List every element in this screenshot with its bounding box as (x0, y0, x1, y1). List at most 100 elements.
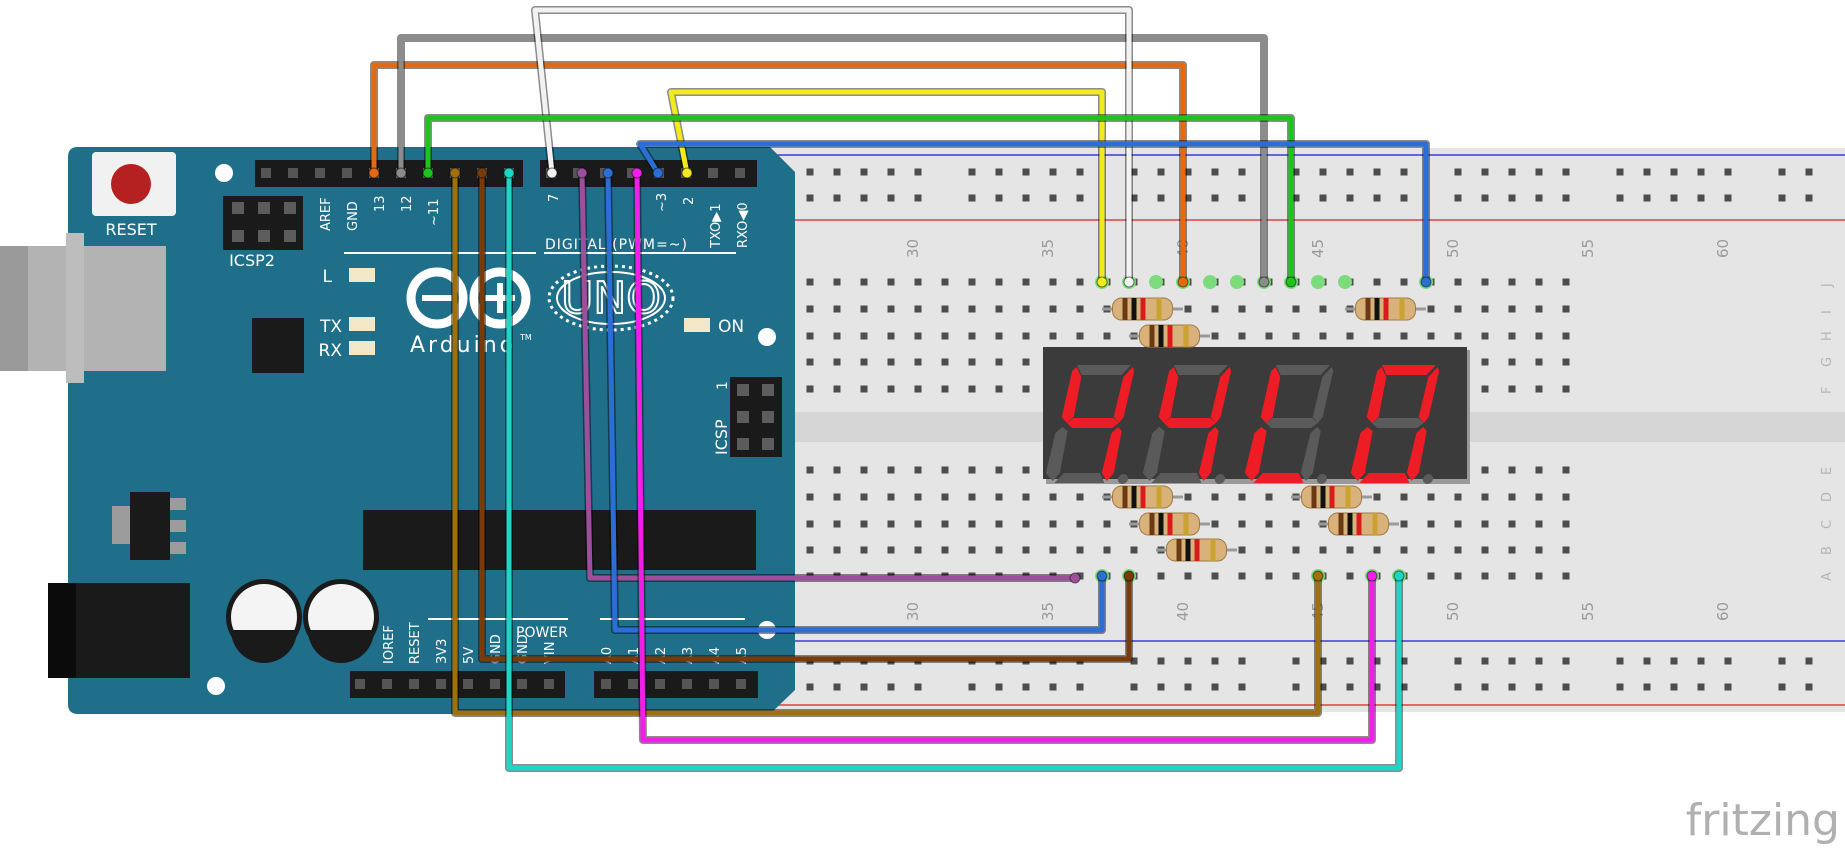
rail-hole (1697, 168, 1705, 176)
breadboard-hole (1508, 466, 1516, 474)
wire-green[interactable] (422, 114, 1295, 286)
breadboard-hole (1292, 572, 1300, 580)
wire-end (631, 167, 643, 179)
wire-end (681, 167, 693, 179)
breadboard-hole (995, 546, 1003, 554)
icsp2-label: ICSP2 (229, 251, 275, 270)
rail-hole (1724, 683, 1732, 691)
header-pin[interactable] (436, 679, 446, 689)
breadboard-hole (1211, 572, 1219, 580)
header-pin[interactable] (382, 679, 392, 689)
wire-end (503, 167, 515, 179)
header-pin[interactable] (261, 168, 271, 178)
header-pin[interactable] (708, 168, 718, 178)
header-pin[interactable] (709, 679, 719, 689)
fritzing-watermark: fritzing (1686, 795, 1840, 846)
breadboard-hole (1481, 358, 1489, 366)
power-jack-edge (48, 583, 76, 678)
highlighted-hole (1149, 275, 1163, 289)
breadboard-hole (833, 332, 841, 340)
header-pin[interactable] (628, 679, 638, 689)
header-pin[interactable] (463, 679, 473, 689)
breadboard-hole (1022, 466, 1030, 474)
header-pin[interactable] (544, 679, 554, 689)
rail-hole (1292, 168, 1300, 176)
on-led (684, 318, 710, 332)
rail-hole (1778, 168, 1786, 176)
breadboard-hole (914, 332, 922, 340)
breadboard-hole (860, 466, 868, 474)
breadboard-hole (1319, 305, 1327, 313)
breadboard-hole (887, 305, 895, 313)
header-pin[interactable] (288, 168, 298, 178)
column-number: 35 (1039, 239, 1057, 258)
rail-hole (1157, 168, 1165, 176)
breadboard-hole (1211, 332, 1219, 340)
mounting-hole (758, 328, 776, 346)
header-pin[interactable] (342, 168, 352, 178)
breadboard-hole (968, 546, 976, 554)
rail-hole (1319, 168, 1327, 176)
decimal-point (1117, 474, 1129, 484)
breadboard-hole (1481, 332, 1489, 340)
rail-hole (1238, 683, 1246, 691)
header-pin-label: 7 (547, 194, 562, 202)
breadboard-hole (1562, 305, 1570, 313)
wire-ochre[interactable] (449, 167, 1322, 717)
breadboard-hole (968, 332, 976, 340)
resistor (1345, 297, 1426, 321)
rail-hole (1697, 683, 1705, 691)
rail-hole (1805, 657, 1813, 665)
wire-blue-bottom[interactable] (602, 167, 1106, 634)
segment-f (1366, 367, 1387, 423)
header-pin[interactable] (517, 679, 527, 689)
header-pin[interactable] (655, 679, 665, 689)
breadboard-hole (1319, 546, 1327, 554)
breadboard-hole (1049, 493, 1057, 501)
wire-blue-top[interactable] (636, 140, 1430, 286)
breadboard-hole (806, 358, 814, 366)
reset-button-cap[interactable] (111, 164, 151, 204)
power-label: POWER (516, 625, 568, 641)
header-pin[interactable] (490, 679, 500, 689)
header-pin[interactable] (315, 168, 325, 178)
header-pin[interactable] (355, 679, 365, 689)
rail-hole (1778, 683, 1786, 691)
wire-cyan[interactable] (503, 167, 1403, 772)
resistor (1129, 324, 1210, 348)
breadboard-hole (1400, 546, 1408, 554)
wire-magenta[interactable] (631, 167, 1376, 744)
decimal-point (1422, 474, 1434, 484)
header-pin[interactable] (601, 679, 611, 689)
breadboard-hole (1427, 520, 1435, 528)
rail-hole (1076, 168, 1084, 176)
breadboard-hole (1346, 572, 1354, 580)
wire-purple[interactable] (576, 167, 1079, 582)
wire-brown[interactable] (476, 167, 1133, 663)
rail-hole (1022, 683, 1030, 691)
header-pin[interactable] (682, 679, 692, 689)
resistors (1102, 297, 1426, 562)
breadboard-hole (1292, 520, 1300, 528)
breadboard-hole (1265, 520, 1273, 528)
power-pin-label: RESET (408, 622, 423, 664)
breadboard-hole (914, 546, 922, 554)
header-pin[interactable] (409, 679, 419, 689)
rail-hole (1562, 657, 1570, 665)
column-number: 45 (1309, 239, 1327, 258)
wire-yellow[interactable] (667, 88, 1106, 286)
rail-hole (806, 194, 814, 202)
brand-tm: TM (519, 333, 532, 342)
highlighted-hole (1203, 275, 1217, 289)
rail-hole (1373, 194, 1381, 202)
header-pin[interactable] (735, 168, 745, 178)
breadboard-hole (1508, 385, 1516, 393)
wire-orange[interactable] (368, 61, 1187, 286)
column-number: 50 (1444, 602, 1462, 621)
breadboard-hole (1508, 546, 1516, 554)
wire-gray[interactable] (395, 34, 1268, 286)
segment-c (1300, 427, 1321, 481)
header-pin[interactable] (736, 679, 746, 689)
breadboard-hole (1211, 305, 1219, 313)
